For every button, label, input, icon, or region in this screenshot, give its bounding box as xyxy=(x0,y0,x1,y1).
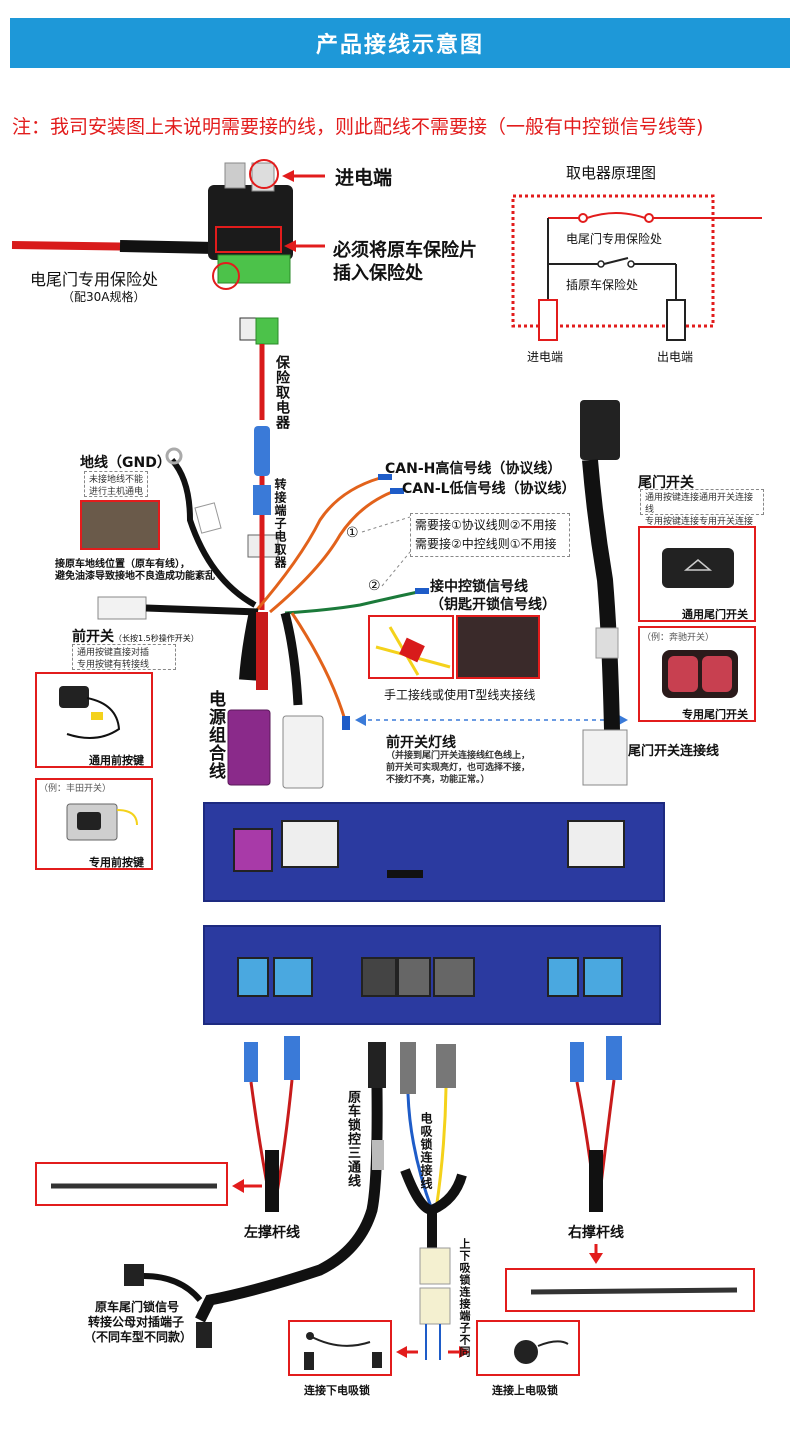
right-strut-panel xyxy=(505,1268,755,1312)
e-lock-port-2[interactable] xyxy=(433,957,475,997)
front-switch-desc-2: 专用按键有转接线 xyxy=(77,660,150,670)
choice-1: 需要接①协议线则②不用接 xyxy=(415,518,557,532)
tail-switch-port[interactable] xyxy=(567,820,625,868)
front-switch-label: 前开关（长按1.5秒操作开关） xyxy=(72,626,199,646)
orig-lock-signal-1: 原车尾门锁信号 xyxy=(95,1300,180,1314)
generic-front-key-panel: 通用前按键 xyxy=(35,672,153,768)
tailgate-fuse-label: 电尾门专用保险处 xyxy=(30,270,159,289)
ground-label: 地线（GND） xyxy=(80,455,171,471)
right-strut-port-2[interactable] xyxy=(583,957,623,997)
can-l-label: CAN-L低信号线（协议线） xyxy=(402,481,576,497)
page-title: 产品接线示意图 xyxy=(10,18,790,68)
front-switch-desc-box: 通用按键直接对插 专用按键有转接线 xyxy=(72,644,176,670)
controller-top-face xyxy=(203,802,665,902)
adapter-label: 转接端子电取器 xyxy=(273,478,287,569)
power-harness-label: 电源组合线 xyxy=(205,690,225,780)
left-strut-panel xyxy=(35,1162,228,1206)
lock-3way-port[interactable] xyxy=(361,957,397,997)
ground-position-2: 避免油漆导致接地不良造成功能紊乱 xyxy=(55,571,215,582)
principle-title: 取电器原理图 xyxy=(566,164,657,182)
can-h-label: CAN-H高信号线（协议线） xyxy=(385,461,562,477)
right-strut-label: 右撑杆线 xyxy=(568,1225,624,1241)
choice-2: 需要接②中控线则①不用接 xyxy=(415,537,557,551)
dedicated-front-key-label: 专用前按键 xyxy=(89,856,144,869)
lock-signal-label-2: （钥匙开锁信号线） xyxy=(430,597,556,613)
orig-lock-signal-2: 转接公母对插端子 xyxy=(88,1315,185,1329)
lower-lock-label: 连接下电吸锁 xyxy=(304,1384,370,1397)
marker-2: ② xyxy=(368,578,381,594)
ground-note-box: 未接地线不能 进行主机通电 xyxy=(84,471,148,497)
protocol-choice-box: 需要接①协议线则②不用接 需要接②中控线则①不用接 xyxy=(410,513,570,557)
lock-signal-label-1: 接中控锁信号线 xyxy=(430,579,528,595)
lower-lock-panel xyxy=(288,1320,392,1376)
principle-in-terminal: 进电端 xyxy=(527,350,564,364)
principle-original-fuse: 插原车保险处 xyxy=(566,278,639,292)
insert-fuse-label-2: 插入保险处 xyxy=(333,263,423,284)
front-light-title: 前开关灯线 xyxy=(386,735,456,751)
front-switch-text: 前开关 xyxy=(72,629,114,645)
ground-note-1: 未接地线不能 xyxy=(89,475,144,485)
tailgate-fuse-spec: （配30A规格） xyxy=(62,290,146,304)
t-connector-photo-1 xyxy=(368,615,454,679)
lock-terminal-note: 上下吸锁连接端子不同 xyxy=(458,1238,471,1358)
e-lock-port-1[interactable] xyxy=(397,957,431,997)
upper-lock-label: 连接上电吸锁 xyxy=(492,1384,558,1397)
left-strut-label: 左撑杆线 xyxy=(244,1225,300,1241)
right-strut-port-1[interactable] xyxy=(547,957,579,997)
tail-switch-cable-label: 尾门开关连接线 xyxy=(628,744,720,759)
fuse-tap-label: 保险取电器 xyxy=(274,355,290,430)
generic-front-key-label: 通用前按键 xyxy=(89,754,144,767)
left-strut-port-1[interactable] xyxy=(237,957,269,997)
ground-position-1: 接原车地线位置（原车有线）， xyxy=(55,559,190,570)
front-light-note-3: 不接灯不亮，功能正常。） xyxy=(386,775,490,785)
dedicated-tail-switch-panel: （例：奔驰开关） 专用尾门开关 xyxy=(638,626,756,722)
e-lock-cable-label: 电吸锁连接线 xyxy=(419,1112,433,1190)
front-switch-note: （长按1.5秒操作开关） xyxy=(114,634,199,643)
front-light-note-2: 前开关可实现亮灯，也可选择不接， xyxy=(386,763,531,773)
example-benz: （例：奔驰开关） xyxy=(642,633,715,643)
t-connector-photo-2 xyxy=(456,615,540,679)
power-port-white[interactable] xyxy=(281,820,339,868)
power-port-purple[interactable] xyxy=(233,828,273,872)
generic-tail-switch-panel: 通用尾门开关 xyxy=(638,526,756,622)
front-light-note-1: （并接到尾门开关连接线红色线上， xyxy=(386,751,531,761)
controller-bottom-face xyxy=(203,925,661,1025)
t-connector-caption: 手工接线或使用T型线夹接线 xyxy=(384,688,536,702)
ground-location-photo xyxy=(80,500,160,550)
orig-lock-signal-3: （不同车型不同款） xyxy=(84,1330,193,1344)
input-terminal-label: 进电端 xyxy=(335,167,393,189)
front-switch-desc-1: 通用按键直接对插 xyxy=(77,648,150,658)
example-toyota: （例：丰田开关） xyxy=(39,784,112,794)
upper-lock-panel xyxy=(476,1320,580,1376)
left-strut-port-2[interactable] xyxy=(273,957,313,997)
tail-switch-label: 尾门开关 xyxy=(638,475,694,491)
tail-switch-note-1: 通用按键连接通用开关连接线 xyxy=(645,493,754,515)
dedicated-tail-switch-label: 专用尾门开关 xyxy=(682,708,748,721)
slot xyxy=(387,870,423,878)
principle-out-terminal: 出电端 xyxy=(657,350,694,364)
marker-1: ① xyxy=(346,525,359,541)
orig-lock-3way-label: 原车锁控三通线 xyxy=(345,1090,360,1188)
principle-tailgate-fuse: 电尾门专用保险处 xyxy=(566,232,663,246)
installation-note: 注：我司安装图上未说明需要接的线，则此配线不需要接（一般有中控锁信号线等) xyxy=(12,116,704,138)
generic-tail-switch-label: 通用尾门开关 xyxy=(682,608,748,621)
ground-note-2: 进行主机通电 xyxy=(89,487,144,497)
dedicated-front-key-panel: （例：丰田开关） 专用前按键 xyxy=(35,778,153,870)
insert-fuse-label-1: 必须将原车保险片 xyxy=(333,240,477,261)
